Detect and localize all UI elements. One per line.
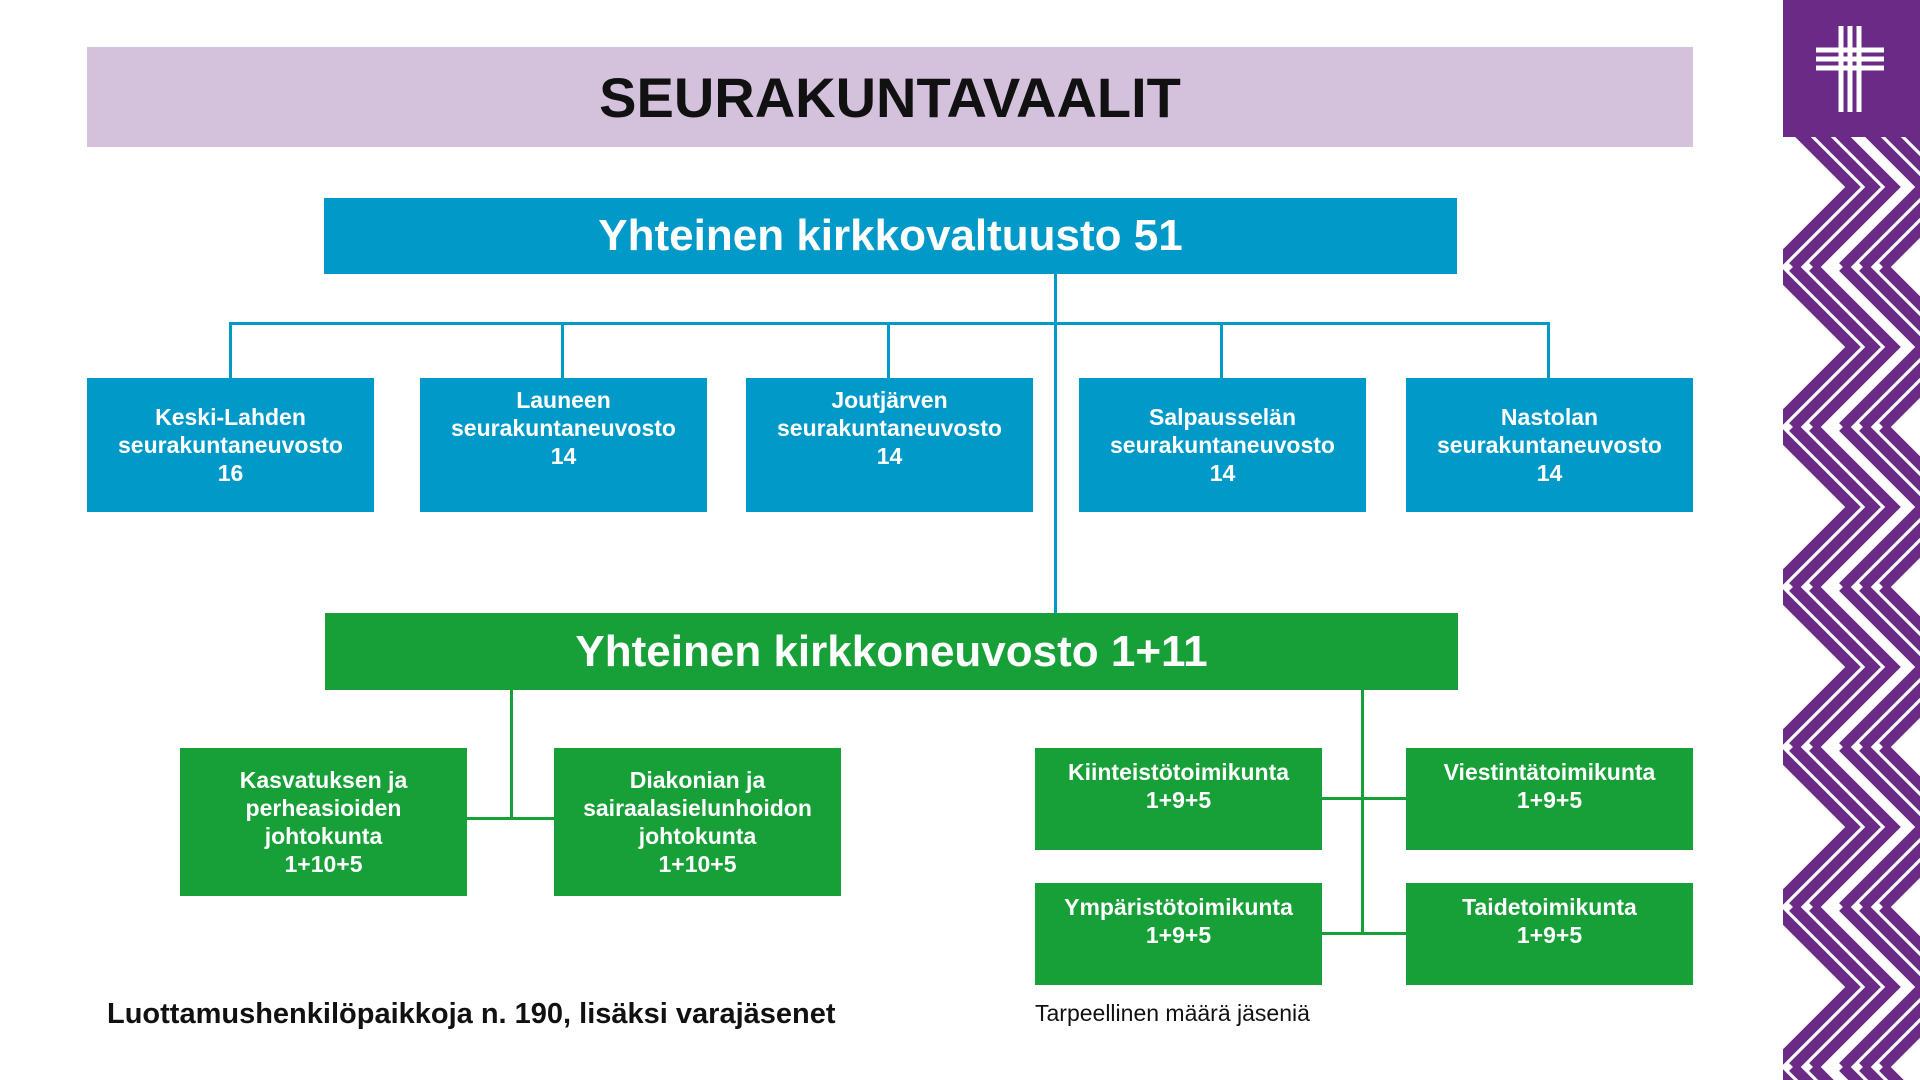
logo-block: [1783, 0, 1920, 137]
parish-council-box: Nastolan seurakuntaneuvosto 14: [1406, 378, 1693, 512]
parish-body: seurakuntaneuvosto: [451, 415, 676, 442]
parish-body: seurakuntaneuvosto: [777, 415, 1002, 442]
parish-count: 16: [217, 460, 244, 487]
sub-board-box: Kasvatuksen ja perheasioiden johtokunta …: [180, 748, 467, 896]
parish-count: 14: [1536, 460, 1563, 487]
page-title: SEURAKUNTAVAALIT: [599, 65, 1181, 129]
sub-board-box: Diakonian ja sairaalasielunhoidon johtok…: [554, 748, 841, 896]
parish-name: Salpausselän: [1148, 403, 1297, 430]
connector-right-bar-bottom: [1321, 932, 1407, 935]
title-banner: SEURAKUNTAVAALIT: [87, 47, 1693, 147]
parish-name: Nastolan: [1500, 403, 1599, 430]
parish-body: seurakuntaneuvosto: [1110, 431, 1335, 458]
parish-body: seurakuntaneuvosto: [118, 431, 343, 458]
board-box: Yhteinen kirkkoneuvosto 1+11: [325, 613, 1458, 690]
committee-count: 1+9+5: [1145, 787, 1212, 814]
connector-parish-2: [561, 322, 564, 378]
parish-count: 14: [1209, 460, 1236, 487]
committee-count: 1+9+5: [1516, 787, 1583, 814]
connector-right-trunk: [1361, 688, 1364, 934]
connector-parish-4: [1220, 322, 1223, 378]
committee-count: 1+9+5: [1145, 922, 1212, 949]
committee-name: Viestintätoimikunta: [1443, 759, 1656, 785]
board-label: Yhteinen kirkkoneuvosto 1+11: [575, 626, 1208, 676]
parish-name: Keski-Lahden: [155, 403, 306, 430]
sub-board-count: 1+10+5: [658, 851, 737, 878]
parish-name: Launeen: [516, 387, 611, 413]
connector-left-bar: [466, 817, 555, 820]
council-box: Yhteinen kirkkovaltuusto 51: [324, 198, 1457, 274]
sub-board-line: sairaalasielunhoidon: [583, 794, 812, 821]
sub-board-line: perheasioiden: [245, 794, 402, 821]
council-label: Yhteinen kirkkovaltuusto 51: [598, 211, 1183, 261]
committee-box: Kiinteistötoimikunta 1+9+5: [1035, 748, 1322, 850]
parish-name: Joutjärven: [831, 387, 948, 413]
parish-count: 14: [876, 443, 903, 470]
footnote-members: Tarpeellinen määrä jäseniä: [1035, 1000, 1310, 1026]
connector-parish-1: [229, 322, 232, 378]
committee-box: Viestintätoimikunta 1+9+5: [1406, 748, 1693, 850]
footnote-total-seats: Luottamushenkilöpaikkoja n. 190, lisäksi…: [107, 998, 836, 1030]
parish-count: 14: [550, 443, 577, 470]
connector-council-trunk: [1054, 272, 1057, 614]
sub-board-line: johtokunta: [264, 823, 383, 849]
parish-council-box: Salpausselän seurakuntaneuvosto 14: [1079, 378, 1366, 512]
cross-logo-icon: [1816, 26, 1884, 112]
connector-parish-5: [1547, 322, 1550, 378]
sub-board-line: Kasvatuksen ja: [239, 766, 408, 793]
parish-council-box: Keski-Lahden seurakuntaneuvosto 16: [87, 378, 374, 512]
committee-name: Ympäristötoimikunta: [1064, 894, 1293, 920]
committee-name: Taidetoimikunta: [1462, 894, 1637, 920]
sub-board-line: johtokunta: [638, 823, 757, 849]
connector-right-bar-top: [1321, 797, 1407, 800]
committee-box: Ympäristötoimikunta 1+9+5: [1035, 883, 1322, 985]
connector-left-trunk: [510, 688, 513, 818]
sub-board-line: Diakonian ja: [629, 766, 766, 793]
connector-parish-3: [887, 322, 890, 378]
side-panel: [1783, 0, 1920, 1080]
committee-count: 1+9+5: [1516, 922, 1583, 949]
committee-box: Taidetoimikunta 1+9+5: [1406, 883, 1693, 985]
parish-body: seurakuntaneuvosto: [1437, 431, 1662, 458]
parish-council-box: Launeen seurakuntaneuvosto 14: [420, 378, 707, 512]
parish-council-box: Joutjärven seurakuntaneuvosto 14: [746, 378, 1033, 512]
committee-name: Kiinteistötoimikunta: [1067, 759, 1290, 785]
sub-board-count: 1+10+5: [284, 851, 363, 878]
chevron-pattern: [1783, 137, 1920, 1080]
